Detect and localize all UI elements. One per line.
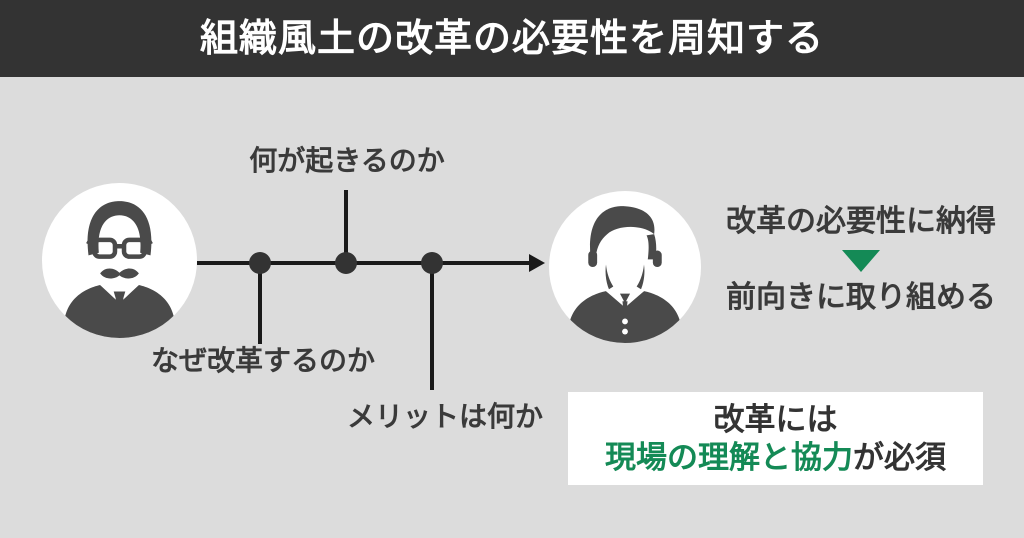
question-label-bottom-right: メリットは何か <box>346 401 543 432</box>
glasses-right-lens <box>121 237 147 259</box>
button-1 <box>622 318 628 325</box>
suit <box>568 291 682 343</box>
manager-with-glasses-icon <box>63 201 176 338</box>
glasses-bridge <box>86 239 153 249</box>
conclusion-suffix: が必須 <box>853 439 946 475</box>
outcome-block: 改革の必要性に納得 前向きに取り組める <box>705 207 1017 313</box>
employee-icon <box>568 206 682 343</box>
button-2 <box>622 328 628 335</box>
conclusion-box: 改革には 現場の理解と協力が必須 <box>568 392 983 485</box>
tie-tail <box>622 301 628 314</box>
dot-2 <box>335 252 357 274</box>
manager-avatar <box>42 183 197 338</box>
page-title: 組織風土の改革の必要性を周知する <box>199 17 824 60</box>
glasses-left-lens <box>92 237 118 259</box>
right-ear <box>652 250 662 267</box>
dot-1 <box>249 252 271 274</box>
tie-tail <box>115 297 124 324</box>
dot-3 <box>421 252 443 274</box>
question-label-top: 何が起きるのか <box>249 145 445 176</box>
left-jaw-line <box>605 264 619 294</box>
question-label-bottom-left: なぜ改革するのか <box>151 345 376 376</box>
tie-knot <box>113 291 126 298</box>
left-ear <box>588 250 598 267</box>
arrowhead-icon <box>529 254 545 272</box>
conclusion-highlight: 現場の理解と協力 <box>605 439 853 475</box>
mustache <box>100 268 139 279</box>
down-triangle-icon <box>842 250 880 272</box>
hair <box>87 201 152 256</box>
hair <box>590 206 657 260</box>
conclusion-line-1: 改革には <box>713 401 838 437</box>
right-jaw-line <box>631 264 645 294</box>
conclusion-line-2: 現場の理解と協力が必須 <box>605 439 946 477</box>
employee-avatar <box>549 191 701 343</box>
outcome-line-1: 改革の必要性に納得 <box>726 205 996 238</box>
header-bar: 組織風土の改革の必要性を周知する <box>0 0 1024 77</box>
outcome-line-2: 前向きに取り組める <box>726 281 996 314</box>
tie-knot <box>619 293 631 304</box>
